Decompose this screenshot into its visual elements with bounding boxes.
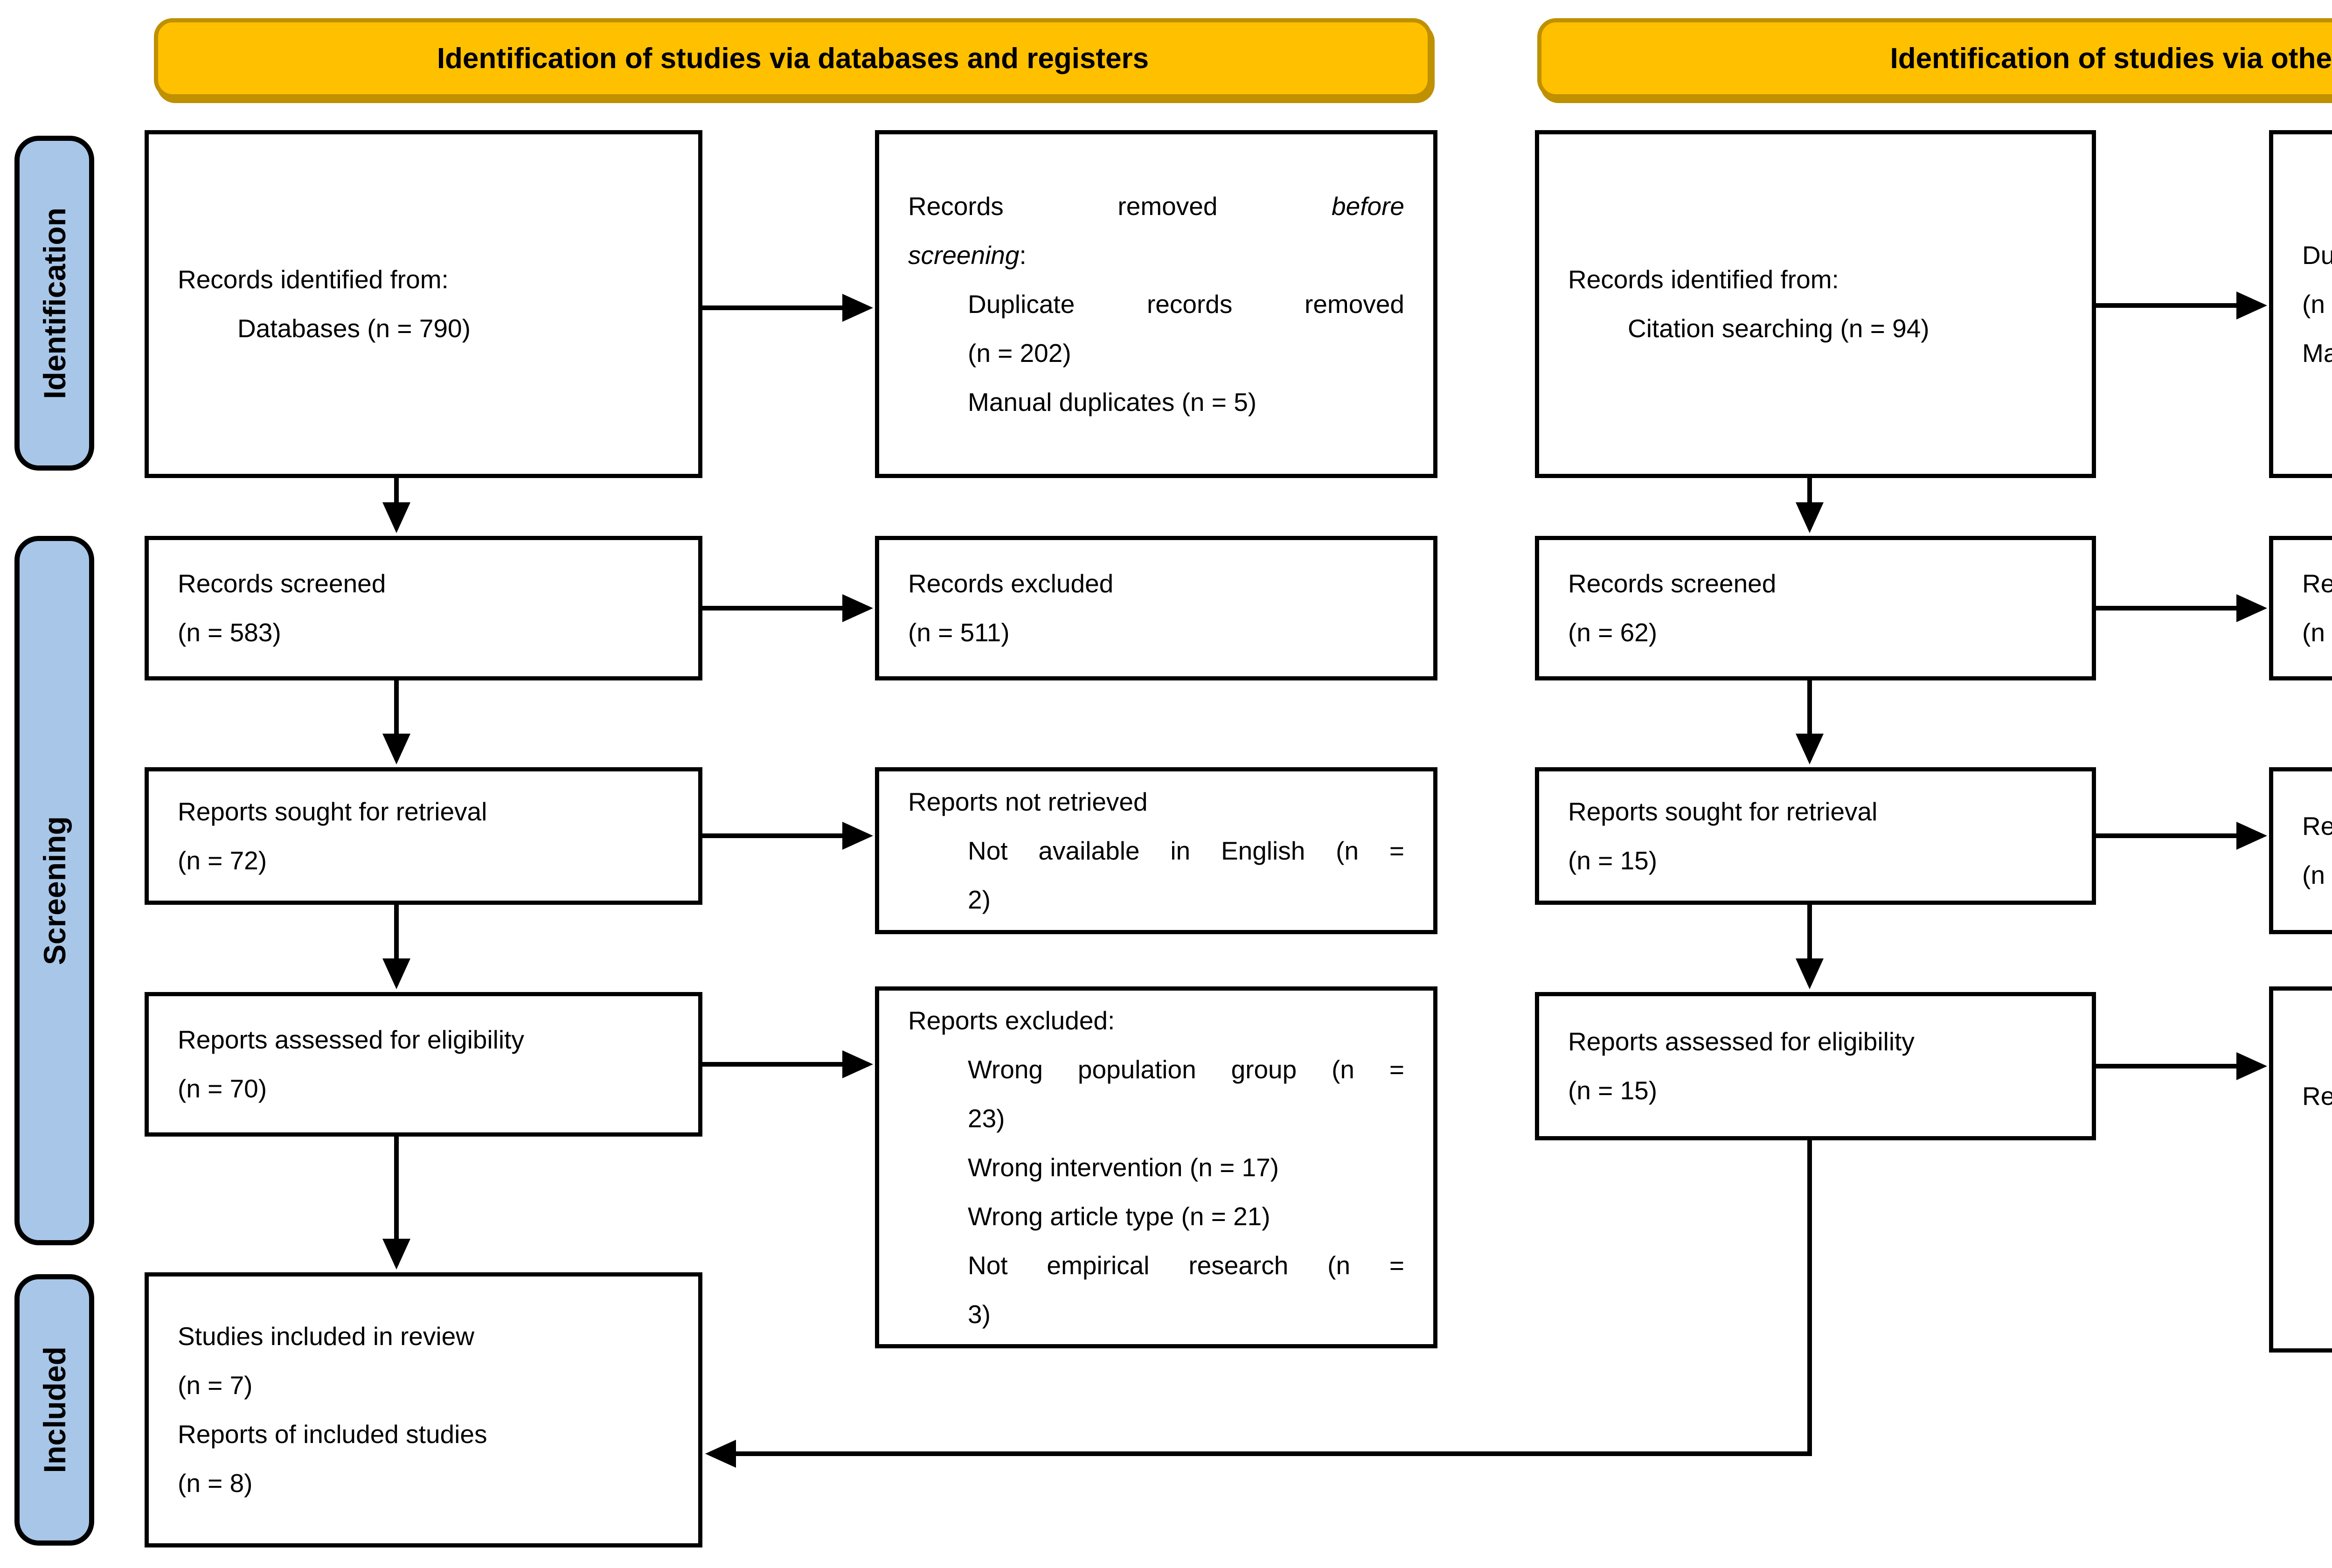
box-records-identified-other: Records identified from:Citation searchi…	[1535, 130, 2096, 478]
header-databases-registers: Identification of studies via databases …	[154, 18, 1432, 98]
box-reports-assessed-other: Reports assessed for eligibility(n = 15)	[1535, 992, 2096, 1140]
box-reports-assessed-db: Reports assessed for eligibility(n = 70)	[145, 992, 702, 1137]
stage-label-included: Included	[14, 1274, 94, 1546]
box-duplicates-removed-other: Duplicate records removed(n = 31)Manual …	[2269, 130, 2332, 478]
stage-label-identification: Identification	[14, 136, 94, 471]
box-reports-excluded-other: Reports excluded:Wrong population group …	[2269, 986, 2332, 1353]
box-records-screened-other: Records screened(n = 62)	[1535, 536, 2096, 680]
box-reports-sought-db: Reports sought for retrieval(n = 72)	[145, 767, 702, 905]
box-records-screened-db: Records screened(n = 583)	[145, 536, 702, 680]
box-reports-excluded-db: Reports excluded:Wrong population group …	[875, 986, 1437, 1348]
box-reports-sought-other: Reports sought for retrieval(n = 15)	[1535, 767, 2096, 905]
stage-label-screening: Screening	[14, 536, 94, 1245]
header-other-methods: Identification of studies via other meth…	[1537, 18, 2332, 98]
stage-label-screening-text: Screening	[37, 816, 72, 965]
box-studies-included: Studies included in review(n = 7)Reports…	[145, 1272, 702, 1547]
box-records-excluded-db: Records excluded(n = 511)	[875, 536, 1437, 680]
stage-label-identification-text: Identification	[37, 207, 72, 399]
stage-label-included-text: Included	[37, 1346, 72, 1473]
box-reports-not-retrieved-other: Reports not retrieved(n = 0)	[2269, 767, 2332, 934]
box-records-identified-databases: Records identified from:Databases (n = 7…	[145, 130, 702, 478]
box-records-excluded-other: Records excluded(n = 47)	[2269, 536, 2332, 680]
